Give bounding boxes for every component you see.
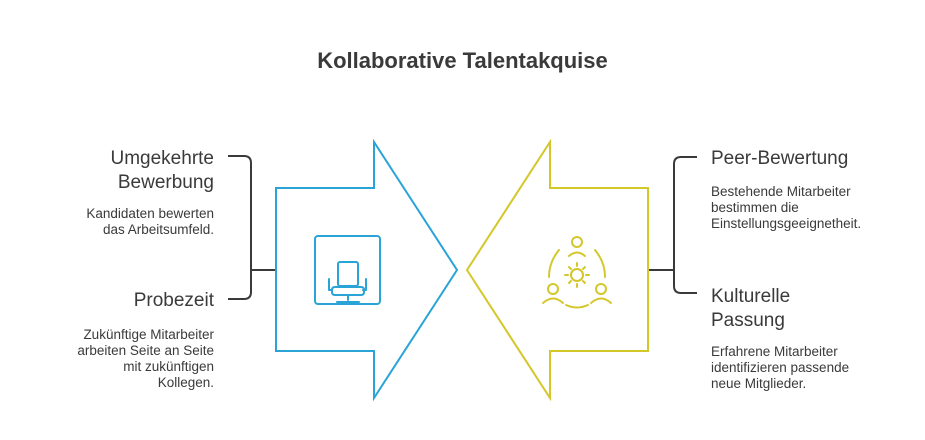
diagram-title: Kollaborative Talentakquise [317,48,608,73]
right-item-1-description: Bestehende Mitarbeiter bestimmen die Ein… [711,184,862,231]
left-arrow-shape [275,138,459,402]
right-item-2-heading: Kulturelle Passung [711,286,791,331]
right-item-2-description: Erfahrene Mitarbeiter identifizieren pas… [711,344,850,391]
left-item-2-description: Zukünftige Mitarbeiter arbeiten Seite an… [77,327,214,390]
office-chair-icon [314,235,381,305]
left-bracket [228,155,276,300]
left-item-2-heading: Probezeit [133,290,214,311]
right-item-1-heading: Peer-Bewertung [711,148,849,169]
right-arrow-shape [465,138,649,402]
left-item-1-heading: Umgekehrte Bewerbung [110,148,215,193]
left-item-1-description: Kandidaten bewerten das Arbeitsumfeld. [86,206,214,237]
team-collaboration-icon [542,236,612,309]
right-bracket [648,156,697,294]
